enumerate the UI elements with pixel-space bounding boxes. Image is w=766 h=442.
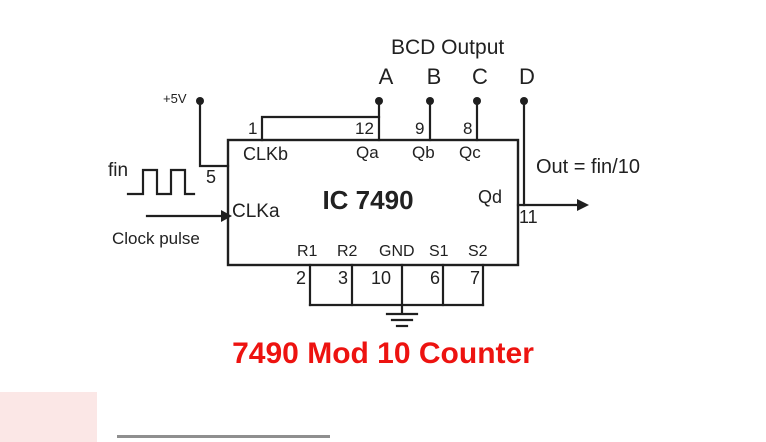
partial-card-bottom-left [0, 392, 97, 442]
output-letter-c: C [472, 64, 488, 89]
clock-arrow [145, 210, 232, 222]
qd-output-arrow [516, 199, 589, 211]
ic-name: IC 7490 [322, 185, 414, 215]
pin-number-s1: 6 [430, 268, 441, 288]
supply-5v-label: +5V [163, 91, 187, 106]
output-letter-a: A [378, 64, 394, 89]
wire-supply-5v [196, 97, 230, 168]
wire-5v-line [198, 99, 230, 168]
pin-number-s2: 7 [470, 268, 481, 288]
pin-label-clkb: CLKb [243, 144, 289, 164]
pin-number-r1: 2 [296, 268, 307, 288]
ground-symbol-icon [385, 303, 419, 328]
clock-arrowhead-icon [221, 210, 232, 222]
output-letter-b: B [426, 64, 442, 89]
output-equation-label: Out = fin/10 [536, 156, 640, 178]
pin-label-s2: S2 [468, 243, 488, 260]
pin-number-qa: 12 [355, 119, 374, 138]
pin-label-r1: R1 [297, 243, 318, 260]
pin-label-clka: CLKa [232, 201, 280, 222]
output-letter-d: D [519, 64, 535, 89]
pin-number-vcc: 5 [206, 167, 217, 187]
pin-label-qb: Qb [412, 143, 435, 162]
wire-output-d [520, 97, 528, 207]
pin-number-gnd: 10 [371, 268, 392, 288]
pin-label-qa: Qa [356, 143, 379, 162]
pin-number-qb: 9 [415, 119, 425, 138]
wire-output-b [426, 97, 434, 142]
wire-output-c [473, 97, 481, 142]
pin-label-r2: R2 [337, 243, 358, 260]
pin-label-gnd: GND [379, 243, 415, 260]
pin-number-clkb: 1 [248, 119, 258, 138]
diagram-caption: 7490 Mod 10 Counter [232, 337, 534, 370]
pin-label-qd: Qd [478, 187, 503, 207]
bottom-divider-line [117, 435, 330, 438]
ic-body-outline [226, 138, 520, 267]
bottom-pin-wires [308, 263, 485, 307]
qd-arrowhead-icon [577, 199, 589, 211]
clock-pulse-label: Clock pulse [112, 229, 200, 248]
pin-number-qc: 8 [463, 119, 473, 138]
pin-number-r2: 3 [338, 268, 349, 288]
pin-number-qd: 11 [519, 207, 538, 227]
pin-label-s1: S1 [429, 243, 449, 260]
bcd-output-title: BCD Output [391, 36, 505, 59]
wire-output-a [375, 97, 383, 142]
fin-label: fin [108, 160, 129, 181]
fin-square-wave [126, 168, 196, 196]
pin-label-qc: Qc [459, 143, 481, 162]
wire-clkb-to-qa [260, 115, 381, 142]
